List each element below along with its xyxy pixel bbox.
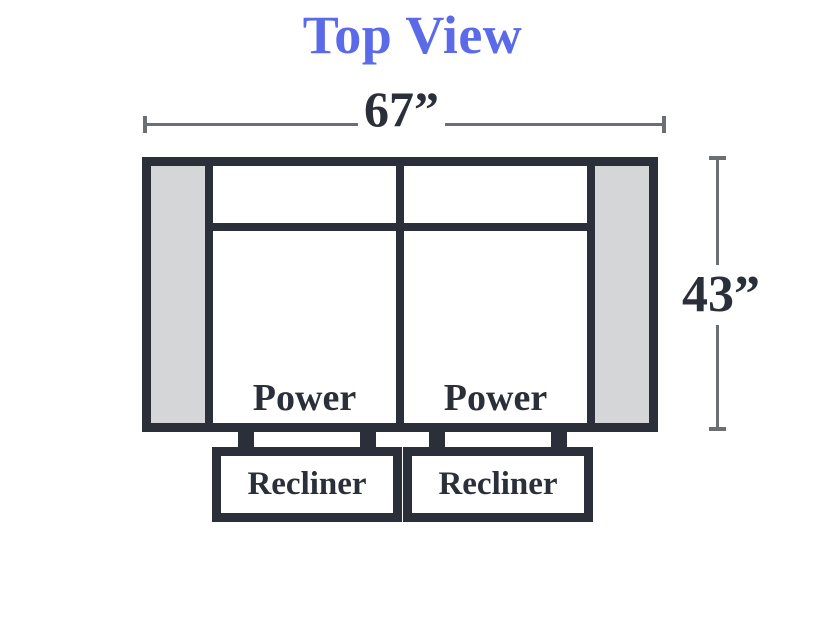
- left-seat-backrest: [213, 166, 396, 231]
- width-dimension-label: 67”: [358, 84, 445, 134]
- seat-group: Power Power: [213, 166, 587, 423]
- left-recliner-label: Recliner: [247, 466, 367, 502]
- left-seat: Power: [213, 166, 400, 423]
- left-seat-cushion: Power: [213, 231, 396, 423]
- right-armrest: [587, 166, 649, 423]
- right-seat-label: Power: [443, 377, 548, 420]
- left-recliner: Recliner: [212, 432, 402, 522]
- left-seat-label: Power: [252, 377, 357, 420]
- right-recliner-label: Recliner: [438, 466, 558, 502]
- right-seat: Power: [400, 166, 587, 423]
- page-title: Top View: [302, 5, 523, 65]
- right-recliner-box: Recliner: [403, 447, 593, 522]
- depth-dimension-label: 43”: [678, 265, 764, 325]
- right-recliner: Recliner: [403, 432, 593, 522]
- right-recliner-leg-outer: [551, 432, 567, 450]
- right-seat-cushion: Power: [404, 231, 587, 423]
- right-recliner-leg-inner: [429, 432, 445, 450]
- right-seat-backrest: [404, 166, 587, 231]
- depth-dimension-cap-bottom: [709, 427, 726, 431]
- width-dimension-cap-right: [662, 116, 666, 133]
- sofa-body: Power Power: [142, 157, 658, 432]
- left-recliner-box: Recliner: [212, 447, 402, 522]
- recliner-group: Recliner Recliner: [212, 432, 593, 522]
- left-armrest: [151, 166, 213, 423]
- left-recliner-leg-inner: [238, 432, 254, 450]
- left-recliner-leg-outer: [360, 432, 376, 450]
